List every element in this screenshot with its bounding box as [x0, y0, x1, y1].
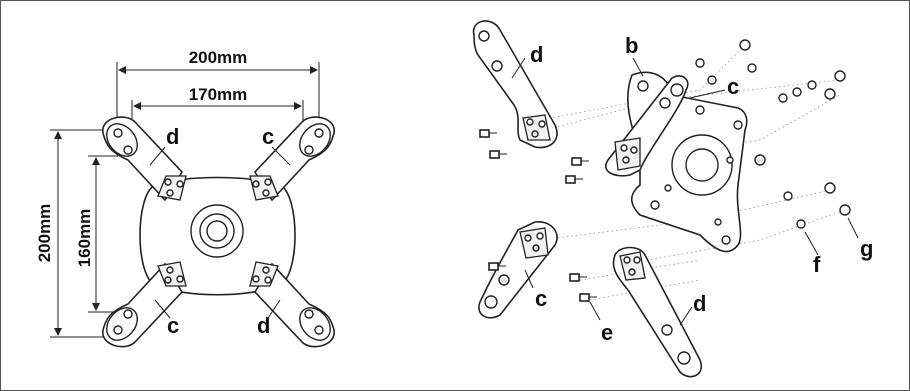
triangle-bracket-top-right [249, 175, 279, 201]
label-bottom-left: c [167, 313, 179, 338]
mounting-plate-b [627, 71, 748, 253]
washer-f [796, 219, 806, 229]
screw-icon [569, 273, 587, 282]
triangle-bracket-top-left [157, 175, 187, 201]
nut-g [839, 204, 851, 216]
arm-d-bottom-right [612, 246, 703, 378]
label-arm-top-left: d [530, 42, 543, 67]
arm-c-top-right [605, 75, 689, 177]
washers-and-nuts [695, 39, 851, 229]
dimension-top-inner: 170mm [189, 85, 248, 104]
label-bottom-right: d [257, 313, 270, 338]
screw-icon [579, 293, 597, 302]
arm-c-bottom-left [478, 221, 558, 319]
arm-top-right [254, 116, 335, 202]
label-arm-top-right: c [727, 74, 739, 99]
label-arm-bottom-right: d [693, 291, 706, 316]
triangle-bracket-bottom-left [157, 261, 187, 287]
arm-bottom-left [102, 262, 183, 348]
label-arm-bottom-left: c [535, 286, 547, 311]
exploded-assembly-view: d b c c d e f g [472, 20, 873, 378]
label-top-right: c [262, 124, 274, 149]
dimension-top-outer: 200mm [189, 48, 248, 67]
label-nut: g [860, 236, 873, 261]
screw-icon [479, 129, 497, 138]
arm-d-top-left [472, 20, 558, 149]
label-washer: f [813, 252, 821, 277]
assembled-bracket-front-view: 200mm 170mm 200mm 160mm [35, 48, 335, 348]
label-screw: e [601, 320, 613, 345]
dimension-left-inner: 160mm [75, 209, 94, 268]
screw-icon [565, 175, 583, 184]
screw-set [479, 129, 597, 302]
label-plate: b [625, 33, 638, 58]
dimension-left-outer: 200mm [35, 204, 54, 263]
triangle-bracket-bottom-right [249, 261, 279, 287]
label-top-left: d [166, 124, 179, 149]
screw-icon [571, 157, 589, 166]
screw-icon [489, 150, 507, 159]
screw-icon [488, 262, 506, 271]
